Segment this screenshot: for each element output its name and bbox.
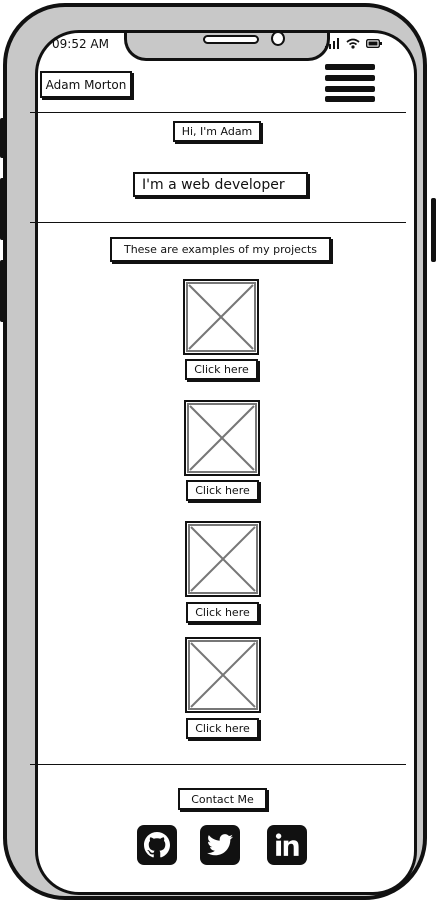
project-button[interactable]: Click here xyxy=(186,480,259,501)
hero-tagline: I'm a web developer xyxy=(133,172,308,197)
project-button[interactable]: Click here xyxy=(186,718,259,739)
project-image-placeholder xyxy=(185,521,261,597)
linkedin-icon[interactable] xyxy=(267,825,307,865)
hero-greeting: Hi, I'm Adam xyxy=(173,121,261,142)
speaker xyxy=(203,35,259,44)
project-button[interactable]: Click here xyxy=(185,359,258,380)
project-image-placeholder xyxy=(184,400,260,476)
projects-heading: These are examples of my projects xyxy=(110,237,331,262)
status-time: 09:52 AM xyxy=(52,37,109,51)
status-icons xyxy=(325,38,385,50)
project-button[interactable]: Click here xyxy=(186,602,259,623)
wifi-icon xyxy=(346,38,360,49)
twitter-icon[interactable] xyxy=(200,825,240,865)
project-image-placeholder xyxy=(185,637,261,713)
side-button-right xyxy=(431,198,436,262)
contact-button[interactable]: Contact Me xyxy=(178,788,267,810)
phone-notch xyxy=(124,33,330,61)
divider-footer xyxy=(30,764,406,765)
github-icon[interactable] xyxy=(137,825,177,865)
side-button-left-1 xyxy=(0,118,5,158)
camera xyxy=(271,33,285,46)
side-button-left-2 xyxy=(0,178,5,240)
battery-icon xyxy=(366,39,382,48)
signal-icon xyxy=(325,38,339,49)
side-button-left-3 xyxy=(0,260,5,322)
header-name: Adam Morton xyxy=(40,71,132,98)
divider-hero xyxy=(30,222,406,223)
divider-header xyxy=(30,112,406,113)
project-image-placeholder xyxy=(183,279,259,355)
